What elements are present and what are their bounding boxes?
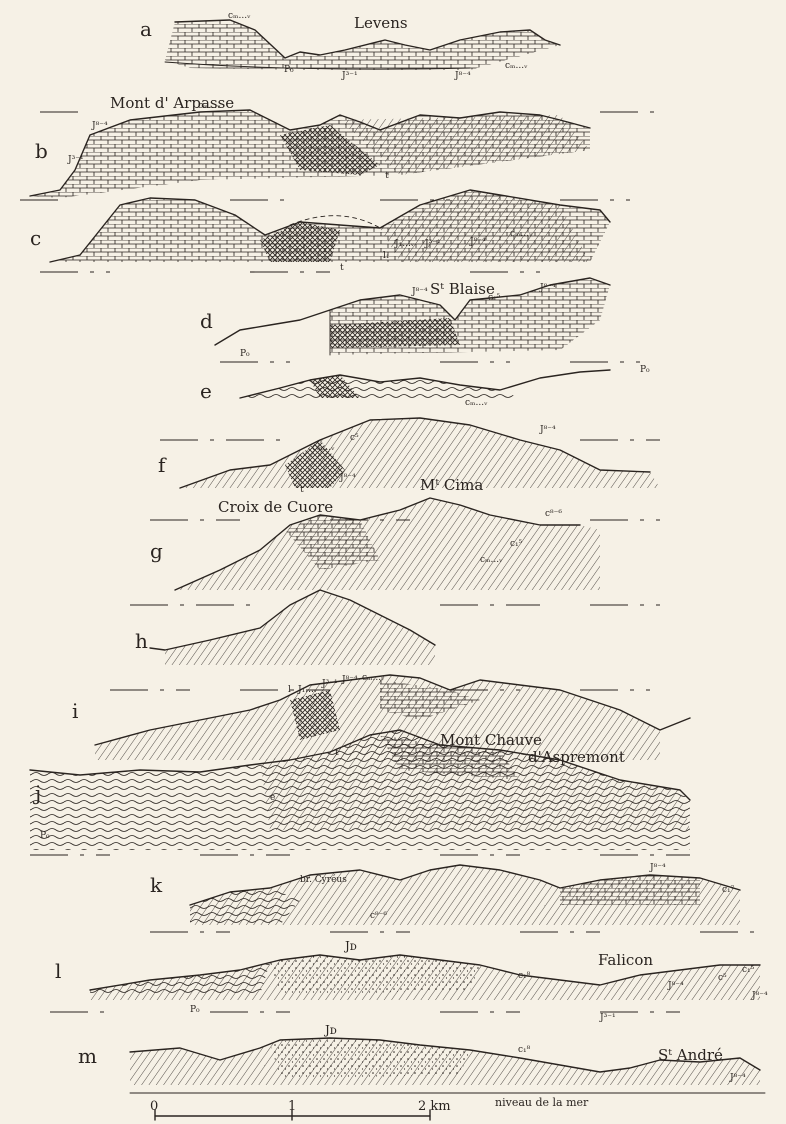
row-label-f: f — [158, 453, 167, 477]
unit-label: J⁸⁻⁴ — [649, 863, 666, 873]
unit-label: t — [335, 748, 339, 758]
unit-label: cₘ...ᵥ — [362, 673, 385, 683]
unit-label: P₀ — [40, 831, 50, 841]
unit-label: J⁸⁻⁴ — [539, 283, 556, 293]
place-levens: Levens — [354, 14, 408, 32]
scale-label-zero: 0 — [150, 1099, 158, 1114]
unit-label: cₘ...ᵥ — [465, 398, 488, 408]
unit-label: J³⁻¹ — [321, 679, 338, 689]
section-k — [150, 865, 760, 932]
unit-label: J⁸⁻⁴ — [339, 473, 356, 483]
unit-label: t — [385, 171, 389, 181]
unit-label: J⁸⁻⁴ — [539, 425, 556, 435]
unit-label: c⁵ — [350, 433, 359, 443]
unit-label: c⁸⁻⁶ — [545, 509, 562, 519]
unit-label: c⁸⁻⁶ — [370, 911, 387, 921]
unit-label: J₁...ᵥ — [394, 239, 415, 249]
unit-label: cₘ...ᵥ — [480, 555, 503, 565]
section-b — [20, 110, 660, 200]
unit-label: J₁...ᵥ — [297, 685, 318, 695]
unit-label: t — [300, 485, 304, 495]
unit-label: e — [270, 793, 275, 803]
unit-label: cₘ...ᵥ — [198, 101, 221, 111]
row-label-j: j — [33, 781, 41, 805]
section-g — [130, 498, 660, 605]
row-label-g: g — [150, 539, 163, 563]
row-label-i: i — [72, 699, 78, 723]
unit-label: J⁸⁻⁴ — [751, 991, 768, 1001]
place-mt-cima: Mᵗ Cima — [420, 476, 483, 494]
place-croix-de-cuore: Croix de Cuore — [218, 498, 333, 516]
unit-label: c₁⁸ — [518, 1045, 531, 1055]
row-label-l: l — [55, 959, 61, 983]
unit-label: cₘ...ᵥ — [510, 229, 533, 239]
row-label-k: k — [150, 873, 163, 897]
section-l — [50, 955, 760, 1012]
unit-label: P₀ — [240, 349, 250, 359]
unit-label: P₀ — [284, 65, 294, 75]
unit-label: t — [340, 263, 344, 273]
unit-label: J⁸⁻⁴ — [411, 287, 428, 297]
unit-label: J⁸⁻⁴ — [341, 675, 358, 685]
scale-label-two: 2 km — [418, 1099, 451, 1114]
row-label-e: e — [200, 379, 212, 403]
unit-label: cₘ...ᵥ — [505, 61, 528, 71]
unit-label: P₀ — [190, 1005, 200, 1015]
place-aspremont: d'Aspremont — [528, 748, 625, 766]
unit-label: c₁⁵ — [510, 539, 523, 549]
unit-label: J⁸⁻⁴ — [454, 71, 471, 81]
row-label-h: h — [135, 629, 148, 653]
section-e — [240, 370, 610, 398]
unit-label: Jᴅ — [323, 1023, 337, 1037]
unit-label: J⁸⁻⁴ — [91, 121, 108, 131]
unit-label: l₁ — [383, 251, 390, 261]
place-st-blaise: Sᵗ Blaise — [430, 280, 495, 298]
unit-label: cₘ...ᵥ — [228, 11, 251, 21]
unit-label: Jᴅ — [343, 939, 357, 953]
label-breche: br. Cyréus — [300, 874, 347, 885]
unit-label: cₘ...ᵥ — [312, 443, 335, 453]
row-label-a: a — [140, 17, 152, 41]
unit-label: c⁵ — [718, 973, 727, 983]
unit-label: J³⁻¹ — [341, 71, 358, 81]
row-label-b: b — [35, 139, 48, 163]
unit-label: l — [288, 685, 291, 695]
unit-label: c₁⁵ — [742, 965, 755, 975]
row-label-c: c — [30, 226, 41, 250]
unit-label: J⁸⁻⁴ — [729, 1073, 746, 1083]
place-falicon: Falicon — [598, 951, 653, 969]
scale-label-one: 1 — [288, 1099, 296, 1114]
unit-label: J⁸⁻⁴ — [667, 981, 684, 991]
unit-label: J³⁻¹ — [424, 239, 441, 249]
unit-label: c₁⁵ — [488, 293, 501, 303]
unit-label: c₁⁷ — [722, 885, 735, 895]
place-st-andre: Sᵗ André — [658, 1046, 723, 1064]
row-label-m: m — [78, 1044, 97, 1068]
unit-label: J⁸⁻⁴ — [469, 237, 486, 247]
unit-label: c₁⁸ — [518, 971, 531, 981]
label-sea-level: niveau de la mer — [495, 1096, 589, 1109]
row-label-d: d — [200, 309, 213, 333]
place-mont-chauve: Mont Chauve — [440, 731, 542, 749]
unit-label: J³⁻¹ — [599, 1013, 616, 1023]
unit-label: P₀ — [640, 365, 650, 375]
unit-label: J³⁻¹ — [67, 155, 84, 165]
